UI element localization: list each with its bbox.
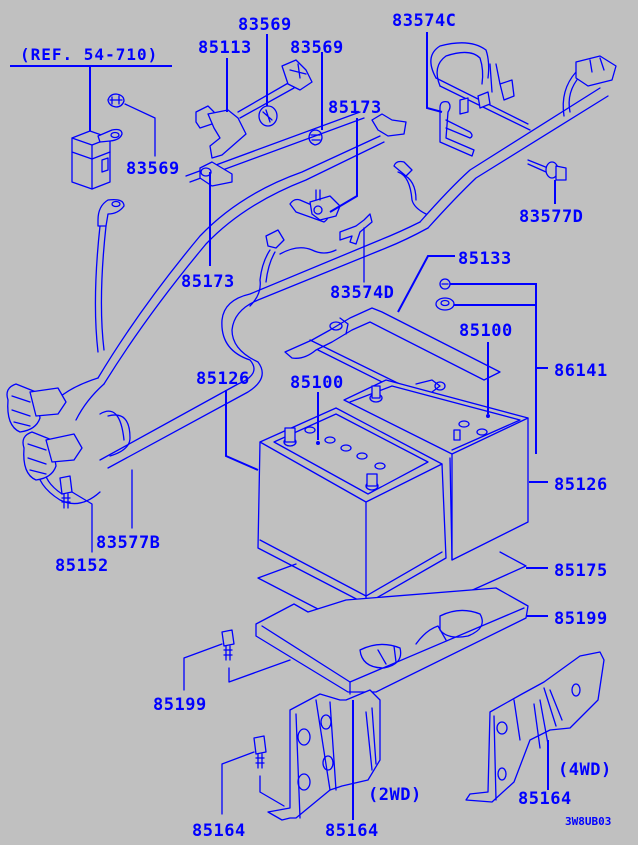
bracket-4wd[interactable] <box>465 651 605 803</box>
callout-85152[interactable]: 85175 <box>554 561 608 581</box>
callout-85175[interactable]: 85199 <box>554 609 608 629</box>
relay-box[interactable] <box>10 65 172 190</box>
battery-right[interactable] <box>343 379 529 561</box>
callout-85126-left[interactable]: 85126 <box>196 369 250 389</box>
callout-85126-right[interactable]: 85126 <box>554 475 608 495</box>
callout-85173-lower[interactable]: 85173 <box>181 272 235 292</box>
positive-cable-85113[interactable] <box>195 59 313 159</box>
callout-85100-left[interactable]: 85100 <box>290 373 344 393</box>
callout-85100-right[interactable]: 85100 <box>459 321 513 341</box>
harness-clip[interactable] <box>439 100 475 157</box>
callout-85113A[interactable]: 83577B <box>96 533 160 553</box>
terminal-clamp[interactable] <box>199 161 341 221</box>
callout-83577B[interactable]: 85152 <box>55 556 109 576</box>
harness-clip[interactable] <box>339 213 373 245</box>
label-2wd: (2WD) <box>368 785 422 805</box>
callout-85199-upper[interactable]: 85199 <box>153 695 207 715</box>
callout-83574C[interactable]: 83574C <box>392 11 456 31</box>
battery-tray[interactable] <box>255 587 529 695</box>
nut-icon[interactable] <box>107 93 125 108</box>
callout-83569-left[interactable]: 83569 <box>126 159 180 179</box>
callout-85164-2wd[interactable]: 85164 <box>325 821 379 841</box>
harness-connectors-left[interactable] <box>6 383 83 481</box>
callout-83577D[interactable]: 83577D <box>519 207 583 227</box>
bolt-icon[interactable] <box>527 159 567 181</box>
callout-83569-top[interactable]: 83569 <box>238 15 292 35</box>
label-4wd: (4WD) <box>558 760 612 780</box>
bracket-2wd[interactable] <box>267 689 381 821</box>
drawing-code: 3W8UB03 <box>565 815 611 828</box>
callout-86141[interactable]: 86141 <box>554 361 608 381</box>
callout-85164-4wd[interactable]: 85164 <box>518 789 572 809</box>
callout-83574D[interactable]: 83574D <box>330 283 394 303</box>
battery-left[interactable] <box>257 407 447 605</box>
bolt-icon[interactable] <box>221 629 235 661</box>
callout-85199-lower[interactable]: 85164 <box>192 821 246 841</box>
callout-85173-upper[interactable]: 85173 <box>328 98 382 118</box>
bolt-icon[interactable] <box>253 735 267 769</box>
nut-icon[interactable] <box>308 129 323 146</box>
callout-85133[interactable]: 85133 <box>458 249 512 269</box>
callout-83569-center[interactable]: 83569 <box>290 38 344 58</box>
callout-85113[interactable]: 85113 <box>198 38 252 58</box>
ref-note: (REF. 54-710) <box>20 45 158 64</box>
grommet-icon[interactable] <box>258 105 278 127</box>
